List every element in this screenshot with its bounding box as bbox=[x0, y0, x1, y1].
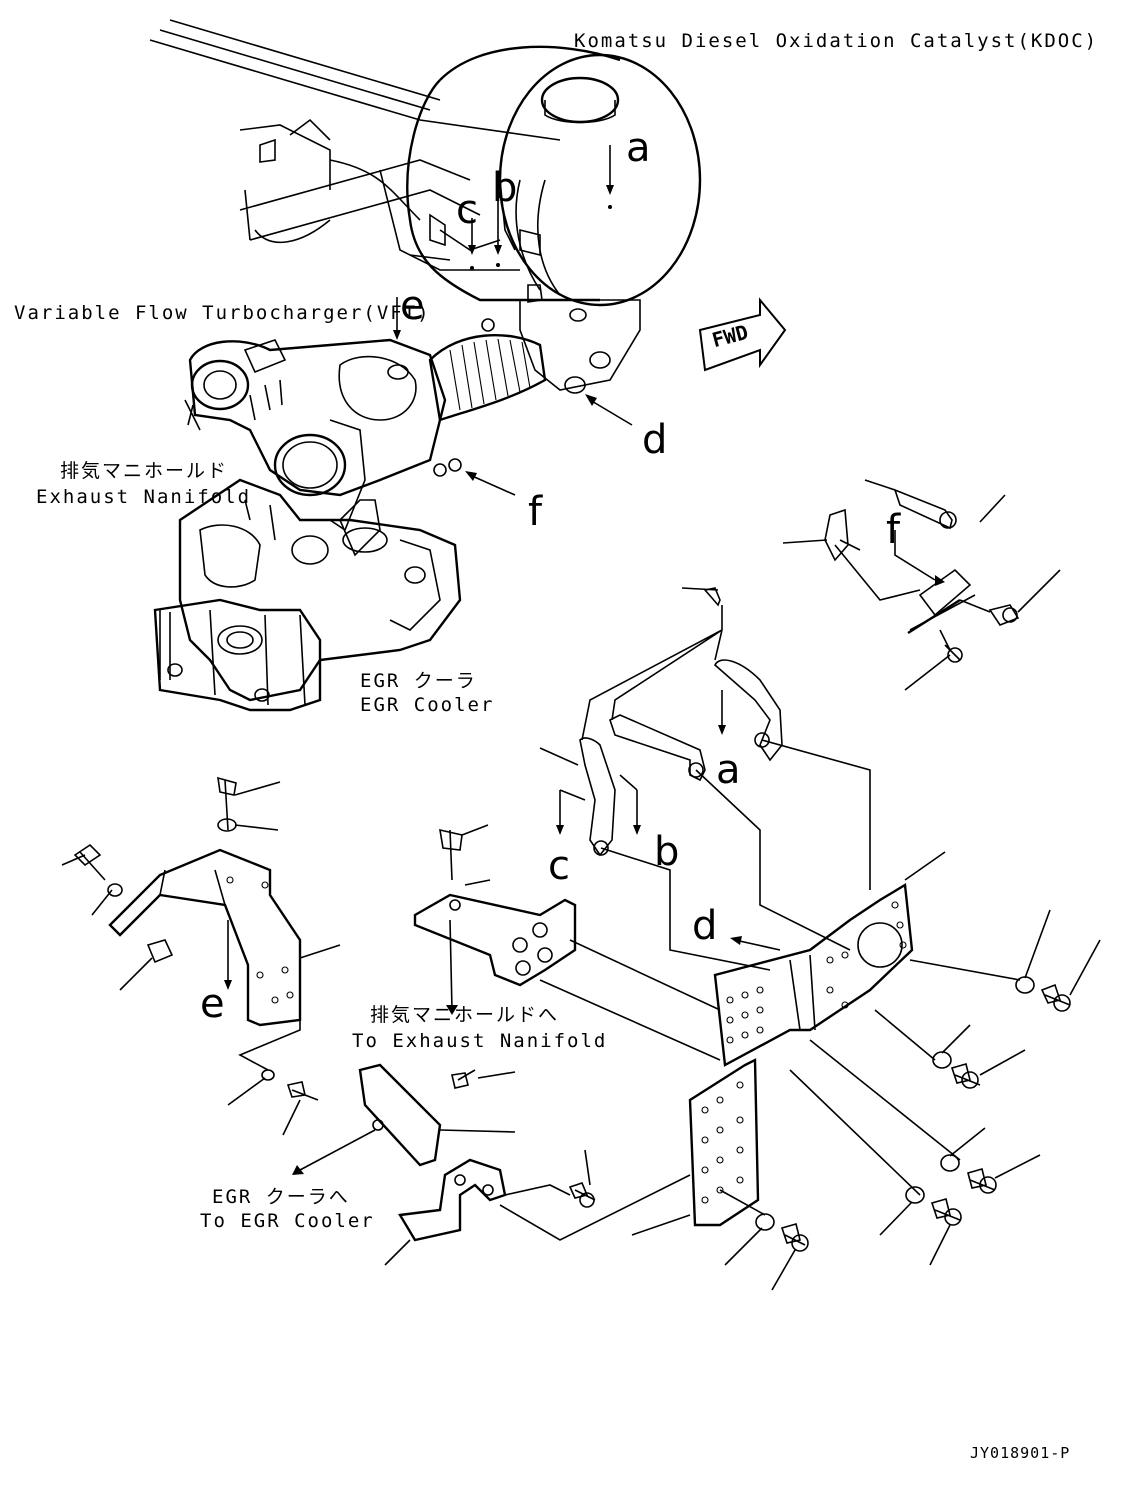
exhaust-manifold-caption-jp: 排気マニホールド bbox=[60, 460, 229, 482]
egr-cooler bbox=[153, 598, 322, 712]
ref-a-upper: a bbox=[626, 125, 651, 171]
stay-brackets-abc bbox=[539, 587, 871, 971]
ref-e-upper: e bbox=[400, 283, 425, 329]
egr-cooler-caption-jp: EGR クーラ bbox=[360, 670, 477, 692]
ref-f-lower: f bbox=[886, 507, 901, 553]
vertical-plate bbox=[631, 1058, 766, 1236]
exhaust-manifold bbox=[178, 478, 462, 702]
ref-b-lower: b bbox=[654, 829, 680, 875]
bracket-e bbox=[61, 776, 341, 1071]
kdoc-inlet bbox=[519, 284, 641, 394]
ref-d-lower: d bbox=[692, 903, 718, 949]
lower-fasteners-and-bracket bbox=[227, 1063, 691, 1266]
ref-b-upper: b bbox=[492, 165, 518, 211]
ref-f-upper: f bbox=[528, 489, 543, 535]
ref-c-upper: c bbox=[456, 187, 478, 233]
ref-a-lower: a bbox=[716, 747, 741, 793]
exhaust-manifold-bracket bbox=[413, 824, 721, 1061]
bracket-group-upper-right bbox=[782, 479, 1061, 691]
ref-c-lower: c bbox=[548, 843, 570, 889]
kdoc-canister bbox=[406, 45, 702, 307]
bellows-pipe bbox=[428, 333, 547, 422]
vft-caption: Variable Flow Turbocharger(VFT) bbox=[14, 302, 431, 324]
turbocharger bbox=[184, 318, 495, 532]
to-egr-cooler-caption-en: To EGR Cooler bbox=[200, 1210, 375, 1232]
chassis-frame bbox=[149, 19, 561, 271]
to-exhaust-manifold-caption-jp: 排気マニホールドへ bbox=[370, 1004, 560, 1026]
egr-cooler-caption-en: EGR Cooler bbox=[360, 694, 495, 716]
exhaust-manifold-caption-en: Exhaust Nanifold bbox=[36, 486, 252, 508]
reference-arrows bbox=[393, 145, 633, 496]
right-fasteners bbox=[724, 909, 1101, 1291]
ref-e-lower: e bbox=[200, 981, 225, 1027]
to-exhaust-manifold-caption-en: To Exhaust Nanifold bbox=[352, 1030, 608, 1052]
ref-d-upper: d bbox=[642, 417, 668, 463]
fwd-arrow bbox=[698, 297, 787, 372]
main-mounting-plate bbox=[713, 851, 1021, 1196]
to-egr-cooler-caption-jp: EGR クーラへ bbox=[212, 1186, 350, 1208]
kdoc-caption: Komatsu Diesel Oxidation Catalyst(KDOC) bbox=[574, 30, 1099, 52]
part-code: JY018901-P bbox=[970, 1444, 1071, 1462]
